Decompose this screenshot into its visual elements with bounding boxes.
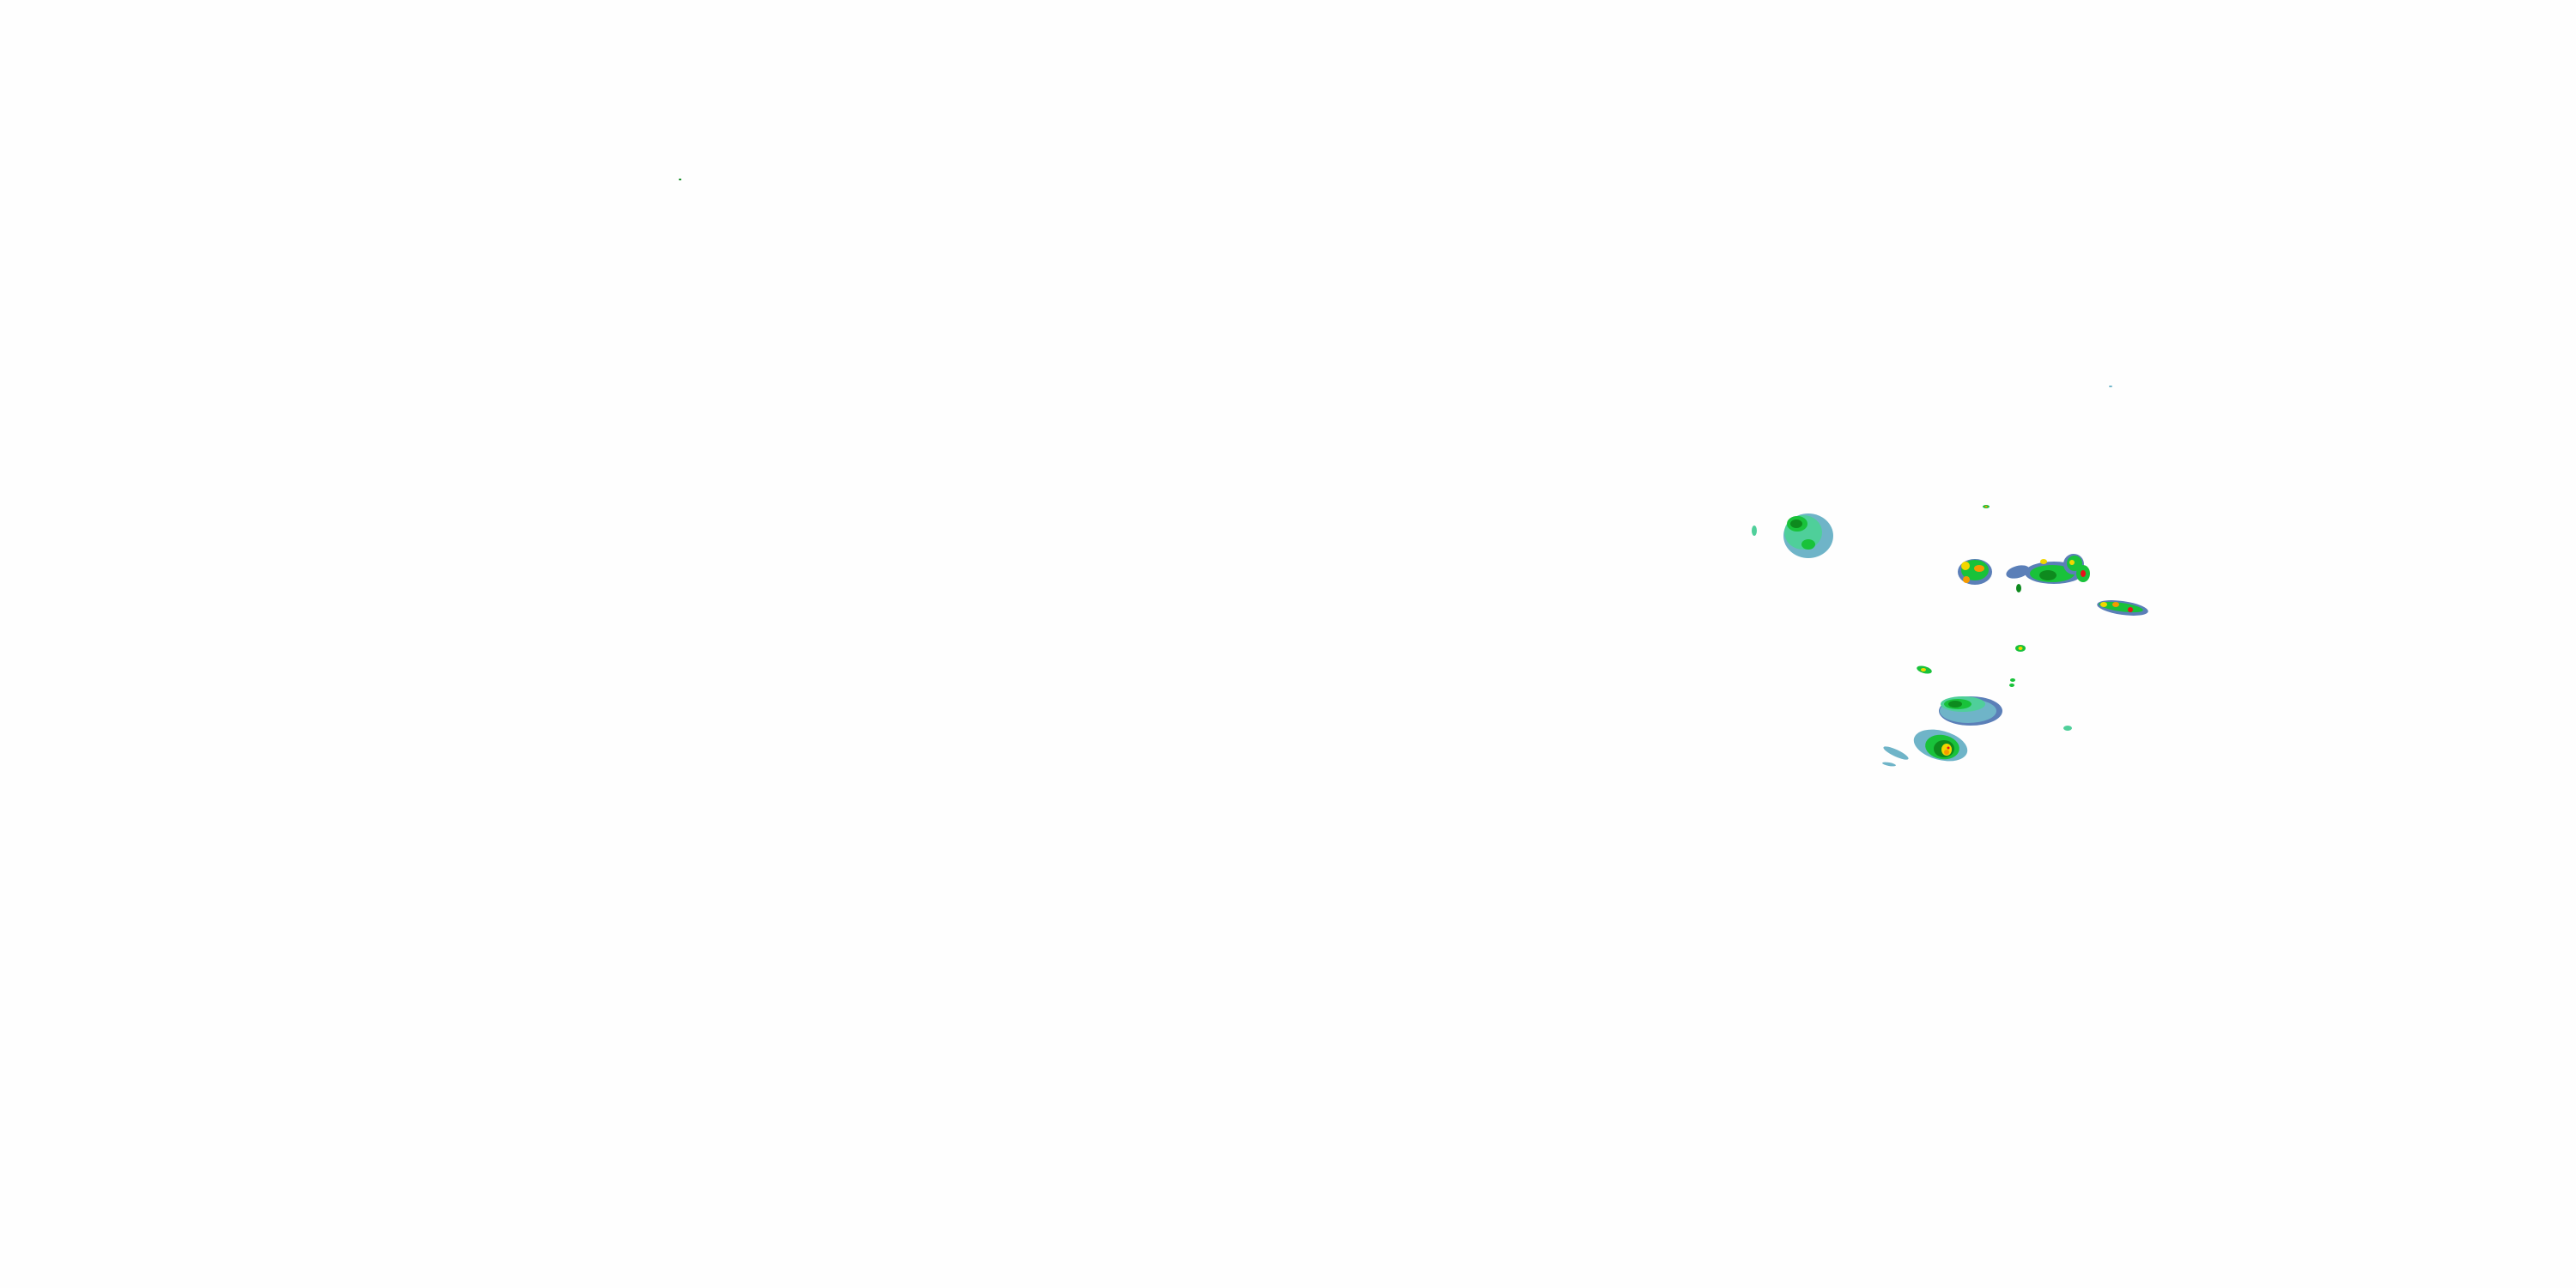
radar-cell-c-core xyxy=(2069,560,2075,565)
radar-cell-b-core xyxy=(1974,565,1984,572)
radar-cell-f xyxy=(1883,746,1909,760)
radar-echo xyxy=(2063,726,2072,731)
radar-echo xyxy=(1921,668,1926,671)
radar-cell-b-core xyxy=(1961,562,1970,570)
radar-cell-a-core xyxy=(1801,539,1815,550)
radar-cell-d-core xyxy=(2128,607,2133,612)
radar-cell-c-core xyxy=(2067,556,2082,571)
radar-echo xyxy=(2009,683,2014,687)
radar-cell-e-core xyxy=(1948,701,1962,708)
radar-echo xyxy=(1752,526,1757,536)
radar-cell-a-core xyxy=(1790,519,1802,528)
radar-cell-d-core xyxy=(2100,602,2107,607)
radar-cell-c-core xyxy=(2040,559,2047,564)
radar-cell-f-core xyxy=(1947,746,1950,750)
radar-echo xyxy=(678,179,682,180)
radar-cell-c xyxy=(2006,565,2030,579)
radar-echo xyxy=(2016,584,2021,592)
radar-cell-f-core xyxy=(1944,750,1949,755)
radar-echo xyxy=(2109,386,2112,387)
radar-cell-c-core xyxy=(2039,570,2057,580)
radar-cell-d-core xyxy=(2112,602,2119,607)
radar-cell-c-core xyxy=(2081,570,2086,577)
radar-echo xyxy=(2010,678,2015,682)
radar-cell-b-core xyxy=(1963,576,1970,583)
radar-cell-f xyxy=(1882,762,1896,767)
radar-echo xyxy=(2018,647,2023,650)
radar-echo xyxy=(1984,506,1988,507)
